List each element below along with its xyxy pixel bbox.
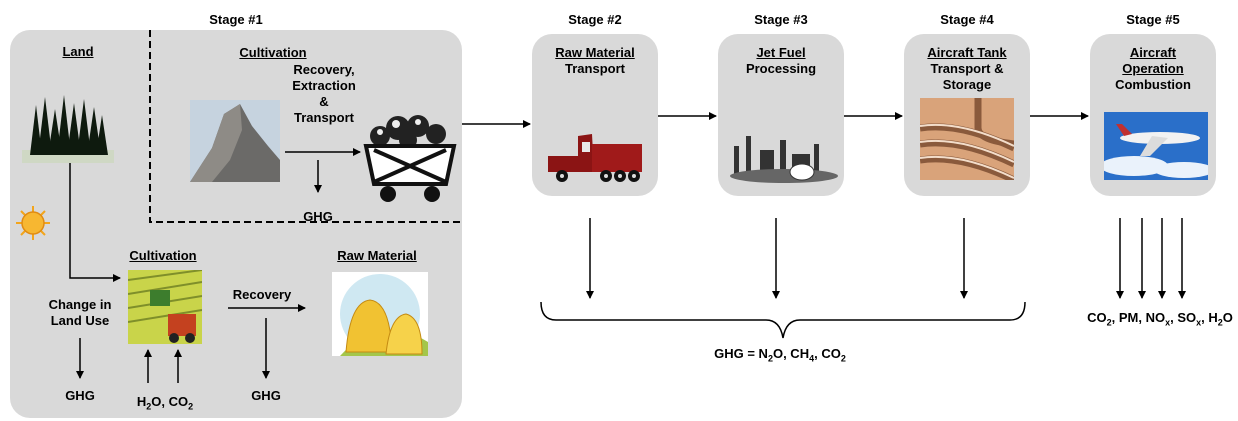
- ghg-bottom-label: GHG: [251, 388, 281, 403]
- stage3-title: Jet Fuel Processing: [745, 45, 817, 76]
- raw-material-label: Raw Material: [337, 248, 417, 263]
- cultivation-bottom-label: Cultivation: [129, 248, 197, 263]
- recovery-bottom-label: Recovery: [232, 287, 292, 302]
- aircraft-icon: [1104, 112, 1208, 180]
- stage5-emissions: CO2, PM, NOx, SOx, H2O: [1087, 310, 1233, 328]
- stage5-title: Aircraft Operation Combustion: [1115, 45, 1191, 92]
- ghg-left-label: GHG: [65, 388, 95, 403]
- h2o-co2-label: H2O, CO2: [136, 394, 194, 412]
- land-label: Land: [62, 44, 94, 59]
- stage4-label: Stage #4: [940, 12, 994, 27]
- land-to-cultivation-line: [69, 160, 121, 282]
- stage5-label: Stage #5: [1126, 12, 1180, 27]
- refinery-icon: [730, 136, 838, 183]
- change-land-use-label: Change in Land Use: [48, 297, 112, 328]
- ghg-brace: [540, 301, 1026, 339]
- forest-icon: [22, 95, 114, 163]
- stage4-title: Aircraft Tank Transport & Storage: [927, 45, 1007, 92]
- stage2-title: Raw Material Transport: [555, 45, 635, 76]
- stage1-label: Stage #1: [209, 12, 263, 27]
- cultivation-top-label: Cultivation: [239, 45, 307, 60]
- sun-icon: [16, 206, 50, 240]
- cultivation-field-icon: [128, 270, 202, 344]
- pipes-icon: [920, 98, 1014, 180]
- stage1-dashed-divider: [149, 30, 462, 223]
- ghg-top-label: GHG: [303, 209, 333, 224]
- stage2-label: Stage #2: [568, 12, 622, 27]
- ore-cart-icon: [363, 115, 457, 202]
- mountain-icon: [190, 100, 280, 182]
- haystack-icon: [332, 272, 428, 356]
- stage3-label: Stage #3: [754, 12, 808, 27]
- recovery-text: Recovery, Extraction & Transport: [292, 62, 356, 125]
- truck-icon: [548, 134, 642, 182]
- ghg-formula: GHG = N2O, CH4, CO2: [714, 346, 846, 364]
